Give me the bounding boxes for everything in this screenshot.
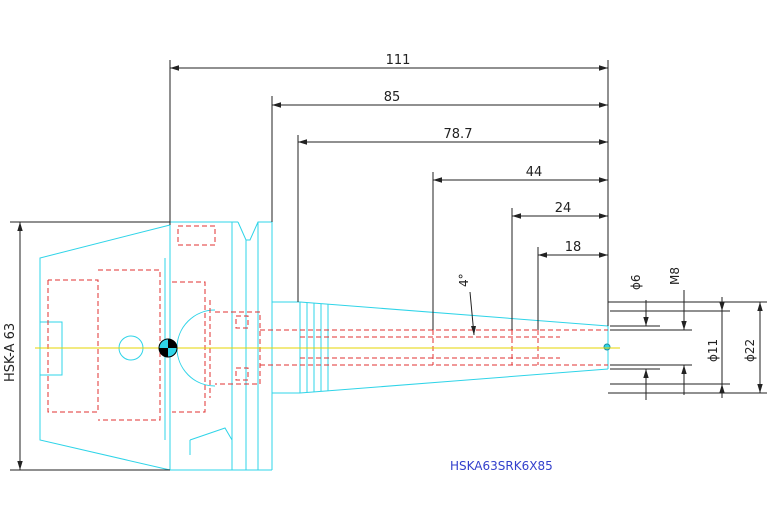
bore-dia-label: ϕ6 [629, 274, 643, 290]
dim-thread: M8 [610, 267, 692, 395]
dim-85-label: 85 [384, 90, 401, 105]
dia-11-label: ϕ11 [706, 339, 720, 362]
dim-taper-length: 78.7 [297, 127, 608, 302]
shank-outline [39, 221, 273, 471]
dim-gauge-length: 85 [271, 90, 608, 222]
dim-78-7-label: 78.7 [444, 127, 473, 142]
dia-22-label: ϕ22 [743, 339, 757, 362]
dim-overall-length: 111 [169, 53, 609, 326]
thread-label: M8 [668, 267, 682, 285]
dim-shank-type: HSK-A 63 [3, 221, 170, 471]
dim-bore-diameter: ϕ6 [610, 274, 660, 400]
dim-dia-11: ϕ11 [610, 297, 730, 398]
dim-24: 24 [511, 201, 608, 330]
dim-44: 44 [432, 165, 608, 330]
dim-taper-angle: 4° [457, 273, 476, 336]
dim-111-label: 111 [386, 53, 411, 68]
dim-18-label: 18 [565, 240, 582, 255]
taper-angle-label: 4° [457, 273, 471, 287]
dim-24-label: 24 [555, 201, 572, 216]
dim-dia-22: ϕ22 [608, 301, 767, 394]
center-mark [158, 338, 178, 358]
dim-44-label: 44 [526, 165, 543, 180]
dim-18: 18 [537, 240, 608, 330]
part-number: HSKA63SRK6X85 [450, 459, 553, 473]
shank-type-label: HSK-A 63 [3, 323, 18, 382]
